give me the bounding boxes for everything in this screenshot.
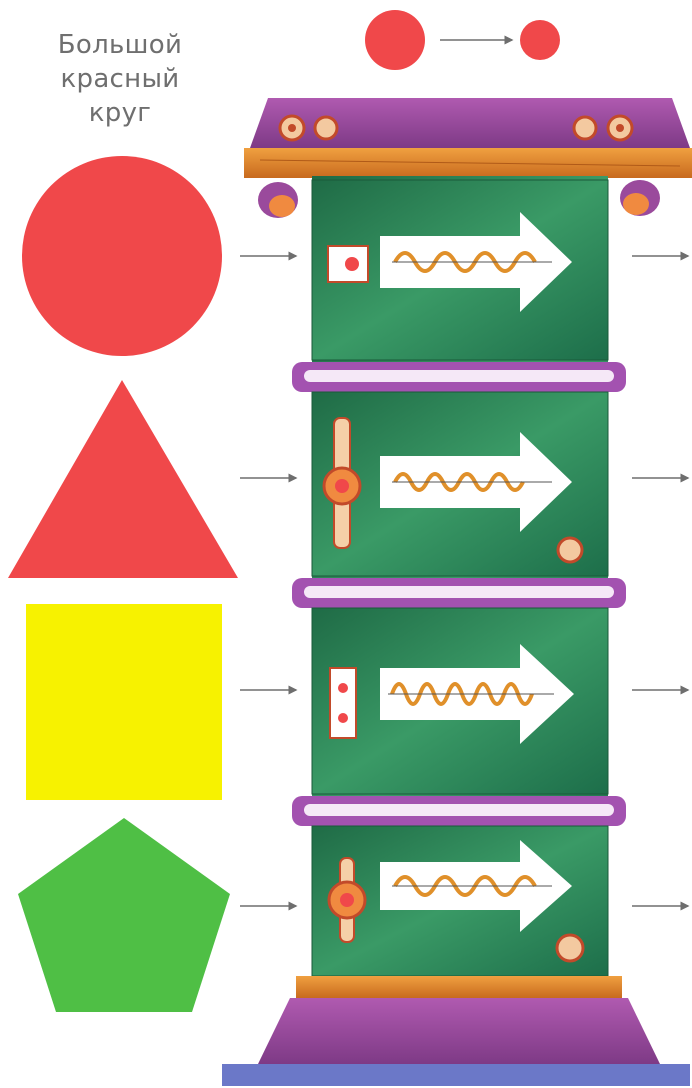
machine-panel-3 <box>312 608 608 794</box>
machine-base <box>222 976 690 1086</box>
panel-connector-2 <box>292 578 626 608</box>
panel-connector-3 <box>292 796 626 826</box>
shape-circle <box>22 156 222 356</box>
machine-panel-1 <box>312 180 608 360</box>
machine-panel-4 <box>312 826 608 976</box>
shape-square <box>26 604 222 800</box>
shape-triangle <box>8 380 238 578</box>
machine-panel-2 <box>312 392 608 576</box>
shape-pentagon <box>18 818 230 1012</box>
legend-big-circle <box>365 10 425 70</box>
panel-connector-1 <box>292 362 626 392</box>
legend-small-circle <box>520 20 560 60</box>
